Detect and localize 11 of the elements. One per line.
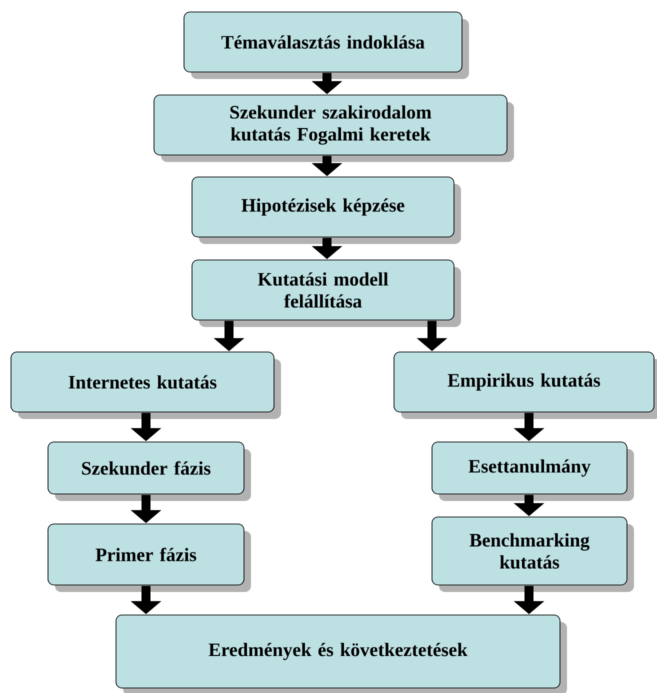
process-box: Szekunder fázis — [48, 442, 251, 501]
process-box: Témaválasztás indoklása — [184, 12, 469, 79]
process-box: Internetes kutatás — [10, 352, 281, 419]
process-box: Kutatási modell felállítása — [192, 260, 461, 327]
process-box: Empirikus kutatás — [394, 352, 657, 419]
process-box: Szekunder szakirodalom kutatás Fogalmi keretek — [154, 94, 514, 162]
process-box: Benchmarking kutatás — [432, 516, 634, 592]
process-box: Primer fázis — [48, 524, 251, 592]
process-box: Eredmények és következtetések — [116, 614, 567, 693]
process-box: Esettanulmány — [432, 442, 634, 501]
process-box: Hipotézisek képzése — [192, 176, 461, 244]
